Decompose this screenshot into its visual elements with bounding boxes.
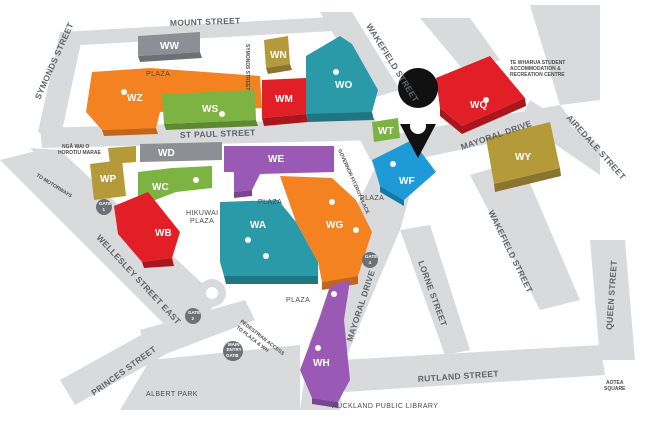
gate-3-text-d: 3 — [236, 353, 239, 358]
roundabout-center — [206, 287, 218, 299]
building-wh-label: WH — [313, 358, 330, 369]
amenity-icon — [193, 177, 199, 183]
building-wh[interactable]: WH — [300, 280, 350, 408]
gate-4-text-b: 4 — [369, 260, 372, 265]
street-mount: MOUNT STREET — [170, 16, 241, 28]
gate-3-text-c: GATE — [226, 353, 238, 358]
label-te-wharua-3: RECREATION CENTRE — [510, 72, 565, 78]
building-wc-label: WC — [152, 182, 169, 193]
label-hikuwai: HIKUWAI — [186, 210, 219, 217]
amenity-icon — [263, 253, 269, 259]
building-wy-label: WY — [515, 152, 531, 163]
label-plaza-top: PLAZA — [146, 71, 170, 78]
building-wp[interactable]: WP — [90, 160, 126, 200]
label-plaza-we: PLAZA — [258, 199, 282, 206]
buildings-layer: WW WN WZ WS WM WO — [86, 32, 561, 408]
building-ww[interactable]: WW — [138, 32, 202, 62]
gate-2-text-a: GATE — [188, 310, 200, 315]
building-wn-label: WN — [270, 50, 287, 61]
building-ws-label: WS — [202, 104, 218, 115]
building-wm-label: WM — [275, 94, 293, 105]
building-wa-label: WA — [250, 220, 266, 231]
building-wt-label: WT — [378, 126, 394, 137]
label-te-wharua-2: ACCOMMODATION & — [510, 66, 561, 72]
building-wb[interactable]: WB — [114, 192, 180, 268]
gate-1-text-b: 1 — [103, 207, 106, 212]
building-wa[interactable]: WA — [220, 200, 318, 284]
gate-4[interactable]: GATE 4 — [362, 252, 378, 268]
label-nga-wai-2: HOROTIU MARAE — [58, 150, 101, 156]
street-queen: QUEEN STREET — [604, 259, 619, 330]
gate-1-text-a: GATE — [99, 201, 111, 206]
building-marae[interactable] — [108, 146, 136, 164]
building-wb-label: WB — [155, 228, 172, 239]
amenity-icon — [315, 345, 321, 351]
building-wo[interactable]: WO — [306, 36, 378, 122]
label-albert-park: ALBERT PARK — [146, 391, 198, 398]
amenity-icon — [245, 237, 251, 243]
label-aotea-square: SQUARE — [604, 386, 626, 392]
building-wq[interactable]: WQ — [436, 56, 526, 134]
amenity-icon — [329, 199, 335, 205]
amenity-icons — [121, 69, 489, 351]
label-plaza-south: PLAZA — [286, 297, 310, 304]
label-nga-wai-1: NGĀ WAI O — [62, 143, 89, 150]
building-wf-label: WF — [399, 176, 415, 187]
building-we[interactable]: WE — [224, 146, 334, 198]
amenity-icon — [353, 227, 359, 233]
amenity-icon — [219, 111, 225, 117]
gate-2[interactable]: GATE 2 — [185, 308, 201, 324]
building-wd[interactable]: WD — [140, 142, 222, 162]
amenity-icon — [483, 97, 489, 103]
amenity-icon — [390, 161, 396, 167]
label-te-wharua-1: TE WHARUA STUDENT — [510, 60, 565, 66]
label-aotea: AOTEA — [606, 380, 624, 386]
label-symonds-short: SYMONDS STREET — [244, 44, 250, 90]
gate-3-text-b: ENTRY — [227, 347, 242, 352]
building-wn[interactable]: WN — [264, 36, 292, 74]
amenity-icon — [333, 69, 339, 75]
building-we-label: WE — [268, 154, 284, 165]
building-wd-label: WD — [158, 148, 175, 159]
gate-1[interactable]: GATE 1 — [96, 199, 112, 215]
building-wq-label: WQ — [470, 100, 487, 111]
location-pin-icon — [398, 68, 439, 158]
building-wy[interactable]: WY — [486, 122, 561, 192]
building-wm[interactable]: WM — [262, 78, 308, 126]
building-wz-label: WZ — [127, 93, 143, 104]
street-st-paul: ST PAUL STREET — [180, 127, 256, 140]
label-hikuwai-plaza: PLAZA — [190, 218, 214, 225]
gate-2-text-b: 2 — [192, 316, 195, 321]
amenity-icon — [121, 89, 127, 95]
building-wp-label: WP — [100, 174, 116, 185]
label-library: AUCKLAND PUBLIC LIBRARY — [332, 403, 438, 410]
gate-3-text-a: MAIN — [228, 342, 240, 347]
building-ws[interactable]: WS — [162, 90, 258, 130]
gate-3[interactable]: MAIN ENTRY GATE 3 — [223, 341, 243, 361]
building-wo-label: WO — [335, 80, 352, 91]
building-wt[interactable]: WT — [372, 118, 400, 142]
gate-4-text-a: GATE — [365, 254, 377, 259]
amenity-icon — [331, 291, 337, 297]
building-wf[interactable]: WF — [372, 140, 436, 206]
label-plaza-wf: PLAZA — [360, 195, 384, 202]
building-wg-label: WG — [326, 220, 343, 231]
building-ww-label: WW — [160, 41, 179, 52]
